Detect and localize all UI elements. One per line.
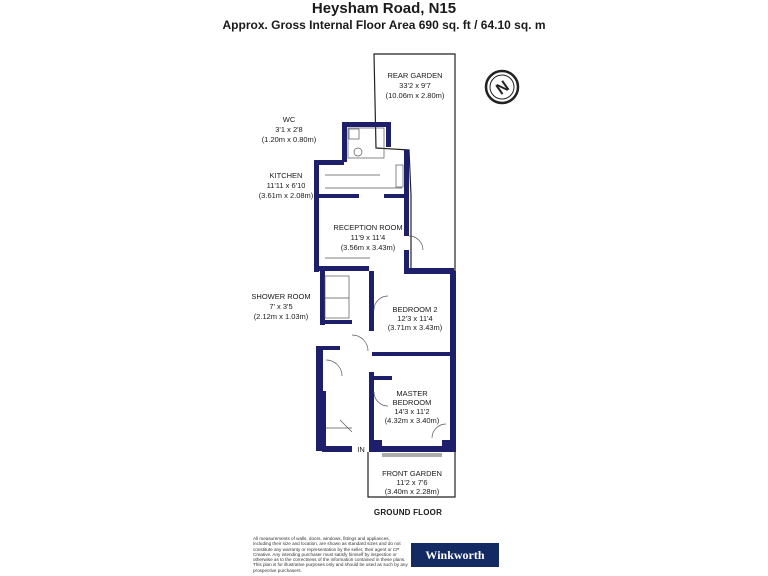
room-name: BEDROOM 2 (392, 305, 437, 314)
room-name: FRONT GARDEN (382, 469, 442, 478)
room-size-metric: (3.56m x 3.43m) (341, 243, 396, 252)
winkworth-logo: Winkworth (411, 543, 499, 567)
room-size-imperial: 11'2 x 7'6 (396, 478, 427, 487)
room-label-wc: WC 3'1 x 2'8 (1.20m x 0.80m) (262, 115, 317, 144)
room-name: SHOWER ROOM (251, 292, 310, 301)
interior-fixtures (324, 127, 447, 439)
room-size-metric: (3.40m x 2.28m) (385, 487, 440, 496)
floor-level-label: GROUND FLOOR (373, 508, 443, 517)
room-size-imperial: 11'9 x 11'4 (351, 233, 386, 242)
compass-icon: N (484, 69, 520, 105)
room-size-metric: (2.12m x 1.03m) (254, 312, 309, 321)
room-size-metric: (3.61m x 2.08m) (259, 191, 314, 200)
room-label-reception-room: RECEPTION ROOM 11'9 x 11'4 (3.56m x 3.43… (333, 223, 402, 252)
room-label-shower-room: SHOWER ROOM 7' x 3'5 (2.12m x 1.03m) (251, 292, 310, 321)
room-name-line2: BEDROOM (393, 398, 432, 407)
room-name: RECEPTION ROOM (333, 223, 402, 232)
room-name: WC (283, 115, 296, 124)
room-size-metric: (1.20m x 0.80m) (262, 135, 317, 144)
room-label-front-garden: FRONT GARDEN 11'2 x 7'6 (3.40m x 2.28m) (382, 469, 442, 496)
room-label-master-bedroom: MASTER BEDROOM 14'3 x 11'2 (4.32m x 3.40… (385, 389, 440, 425)
room-size-metric: (4.32m x 3.40m) (385, 416, 440, 425)
room-name: MASTER (396, 389, 428, 398)
room-size-imperial: 7' x 3'5 (269, 302, 292, 311)
room-label-bedroom-2: BEDROOM 2 12'3 x 11'4 (3.71m x 3.43m) (388, 305, 443, 332)
front-windows (382, 453, 442, 457)
room-size-imperial: 14'3 x 11'2 (394, 407, 429, 416)
floor-area-subtitle: Approx. Gross Internal Floor Area 690 sq… (222, 18, 546, 32)
front-garden-outline (367, 452, 456, 498)
room-size-imperial: 11'11 x 6'10 (267, 181, 306, 190)
room-name: REAR GARDEN (387, 71, 442, 80)
room-size-metric: (10.06m x 2.80m) (386, 91, 445, 100)
entrance-label: IN (357, 445, 365, 454)
room-label-kitchen: KITCHEN 11'11 x 6'10 (3.61m x 2.08m) (259, 171, 314, 200)
building-walls (314, 122, 456, 452)
disclaimer-text: All measurements of walls, doors, window… (253, 536, 408, 573)
room-label-rear-garden: REAR GARDEN 33'2 x 9'7 (10.06m x 2.80m) (386, 71, 445, 100)
room-size-metric: (3.71m x 3.43m) (388, 323, 443, 332)
room-size-imperial: 3'1 x 2'8 (275, 125, 302, 134)
room-size-imperial: 12'3 x 11'4 (397, 314, 432, 323)
page-title: Heysham Road, N15 (311, 0, 457, 17)
room-name: KITCHEN (270, 171, 303, 180)
rear-garden-outline (373, 53, 456, 272)
room-size-imperial: 33'2 x 9'7 (399, 81, 431, 90)
